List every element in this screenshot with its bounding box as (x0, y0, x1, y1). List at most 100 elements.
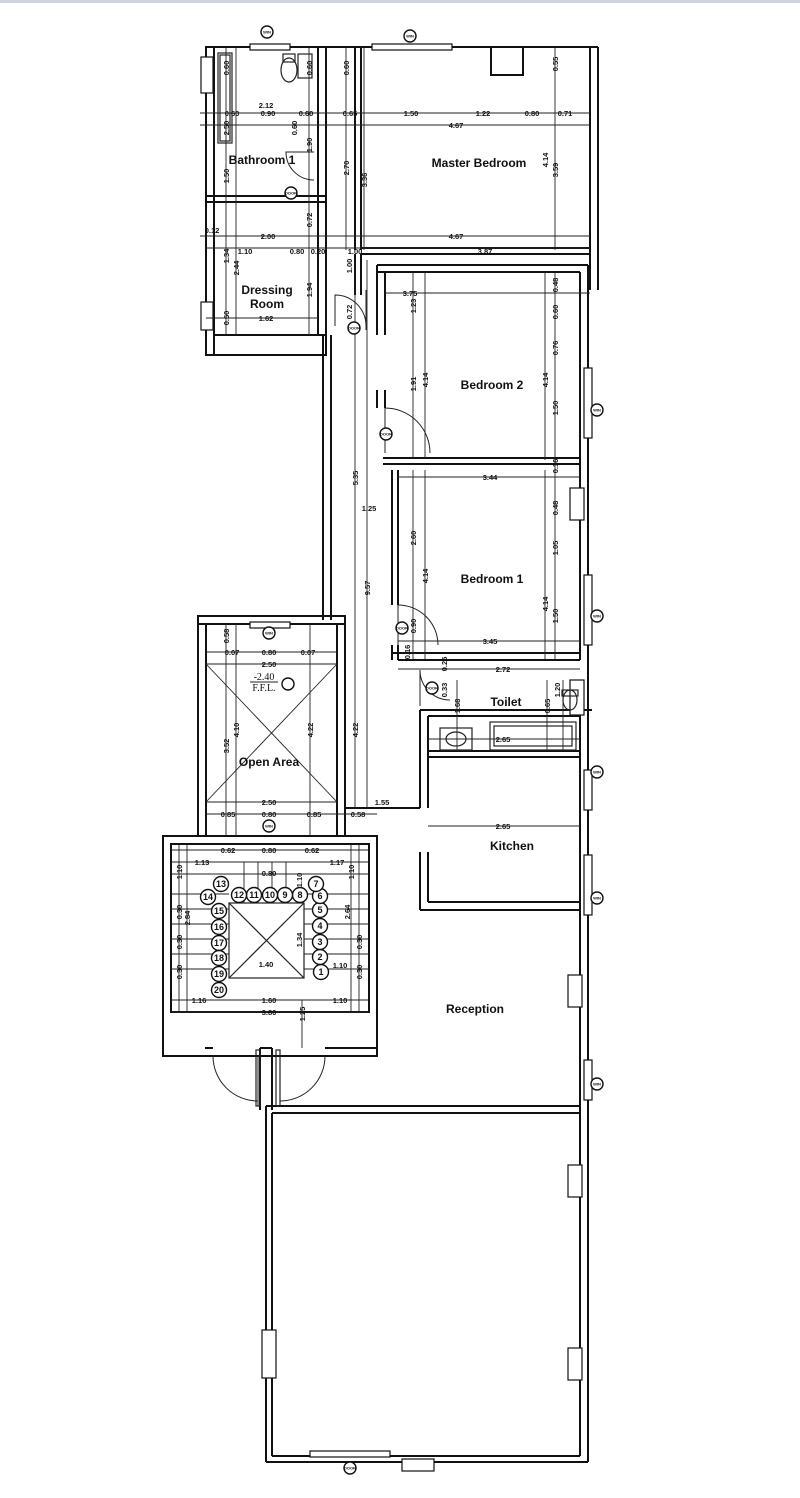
svg-text:3.59: 3.59 (551, 163, 560, 178)
level-value: -2.40 (254, 672, 275, 683)
door-tag (284, 186, 298, 200)
svg-text:0.16: 0.16 (403, 645, 412, 660)
room-label-toilet: Toilet (490, 695, 521, 709)
svg-text:WIN: WIN (593, 1082, 601, 1087)
svg-text:1.17: 1.17 (330, 858, 345, 867)
svg-text:2.50: 2.50 (262, 798, 277, 807)
svg-text:4.22: 4.22 (306, 723, 315, 738)
svg-text:2.12: 2.12 (259, 101, 274, 110)
win-tag (590, 609, 604, 623)
svg-text:0.48: 0.48 (551, 278, 560, 293)
svg-text:1.60: 1.60 (262, 996, 277, 1005)
svg-text:WIN: WIN (265, 824, 273, 829)
room-label-master-bedroom: Master Bedroom (432, 156, 527, 170)
svg-text:3.80: 3.80 (262, 1008, 277, 1017)
svg-text:1.10: 1.10 (295, 873, 304, 888)
svg-text:2.50: 2.50 (222, 121, 231, 136)
svg-text:2.70: 2.70 (342, 161, 351, 176)
svg-text:0.80: 0.80 (262, 846, 277, 855)
svg-text:1.40: 1.40 (259, 960, 274, 969)
svg-text:DOOR: DOOR (348, 326, 360, 331)
svg-text:0.50: 0.50 (222, 311, 231, 326)
svg-text:0.72: 0.72 (305, 213, 314, 228)
stair-step-label: 19 (214, 969, 224, 979)
svg-text:1.34: 1.34 (295, 932, 304, 947)
svg-text:0.80: 0.80 (262, 810, 277, 819)
svg-text:0.55: 0.55 (551, 57, 560, 72)
stair-step-label: 20 (214, 985, 224, 995)
room-label-bedroom2: Bedroom 2 (461, 378, 524, 392)
svg-text:1.50: 1.50 (551, 609, 560, 624)
svg-text:2.65: 2.65 (496, 822, 511, 831)
stair-step-label: 3 (317, 937, 322, 947)
svg-text:WIN: WIN (593, 408, 601, 413)
stair-step-10 (261, 886, 279, 904)
svg-text:3.45: 3.45 (483, 637, 498, 646)
svg-text:WIN: WIN (593, 614, 601, 619)
stair-step-label: 13 (216, 879, 226, 889)
stair-step-label: 12 (234, 890, 244, 900)
svg-text:0.33: 0.33 (440, 683, 449, 698)
stair-step-7 (307, 875, 325, 893)
svg-text:0.80: 0.80 (290, 247, 305, 256)
room-label-dressing: Dressing (241, 283, 292, 297)
svg-text:1.90: 1.90 (305, 138, 314, 153)
svg-text:0.30: 0.30 (175, 935, 184, 950)
stair-step-label: 18 (214, 953, 224, 963)
svg-text:3.75: 3.75 (403, 289, 418, 298)
svg-text:0.60: 0.60 (290, 121, 299, 136)
svg-text:0.71: 0.71 (558, 109, 573, 118)
svg-text:3.44: 3.44 (483, 473, 498, 482)
svg-text:2.00: 2.00 (261, 232, 276, 241)
stair-step-14 (199, 888, 217, 906)
stair-step-label: 2 (317, 952, 322, 962)
svg-text:2.72: 2.72 (496, 665, 511, 674)
stair-step-12 (230, 886, 248, 904)
door-tag (347, 321, 361, 335)
stair-step-15 (210, 902, 228, 920)
svg-text:0.07: 0.07 (301, 648, 316, 657)
svg-text:0.60: 0.60 (222, 61, 231, 76)
svg-text:0.30: 0.30 (175, 965, 184, 980)
svg-text:1.00: 1.00 (348, 247, 363, 256)
doors (212, 151, 451, 1107)
top-border (0, 0, 800, 3)
stair-step-18 (210, 949, 228, 967)
svg-text:0.65: 0.65 (343, 109, 358, 118)
svg-text:1.91: 1.91 (409, 377, 418, 392)
svg-text:9.57: 9.57 (363, 581, 372, 596)
door-tag (379, 427, 393, 441)
svg-text:1.68: 1.68 (453, 699, 462, 714)
svg-text:0.60: 0.60 (299, 109, 314, 118)
level-label: F.F.L. (252, 683, 275, 694)
stair-step-label: 8 (297, 890, 302, 900)
win-tag (260, 25, 274, 39)
svg-text:1.25: 1.25 (298, 1007, 307, 1022)
svg-text:0.60: 0.60 (225, 109, 240, 118)
svg-text:WIN: WIN (263, 30, 271, 35)
svg-text:2.64: 2.64 (343, 904, 352, 919)
svg-text:0.12: 0.12 (205, 226, 220, 235)
svg-text:1.62: 1.62 (259, 314, 274, 323)
svg-text:0.58: 0.58 (222, 629, 231, 644)
room-label-reception: Reception (446, 1002, 504, 1016)
svg-text:0.30: 0.30 (175, 905, 184, 920)
svg-text:1.10: 1.10 (333, 961, 348, 970)
svg-text:3.36: 3.36 (360, 173, 369, 188)
svg-text:0.60: 0.60 (342, 61, 351, 76)
stair-step-label: 6 (317, 891, 322, 901)
svg-text:0.20: 0.20 (311, 247, 326, 256)
svg-text:0.30: 0.30 (355, 965, 364, 980)
svg-text:1.55: 1.55 (375, 798, 390, 807)
stair-step-label: 11 (249, 890, 259, 900)
svg-text:DOOR: DOOR (396, 626, 408, 631)
svg-text:2.44: 2.44 (232, 260, 241, 275)
svg-text:4.22: 4.22 (351, 723, 360, 738)
stair-step-label: 17 (214, 938, 224, 948)
stair-step-label: 15 (214, 906, 224, 916)
stair-step-label: 10 (265, 890, 275, 900)
room-label-open-area: Open Area (239, 755, 300, 769)
svg-text:0.30: 0.30 (355, 935, 364, 950)
win-tag (262, 626, 276, 640)
